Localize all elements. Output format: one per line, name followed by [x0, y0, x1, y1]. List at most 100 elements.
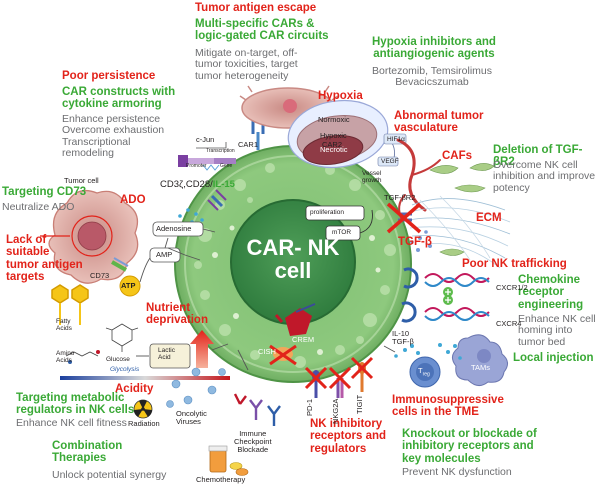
label-hypoxia-inhibitors: Hypoxia inhibitors and antiangiogenic ag… — [372, 36, 496, 61]
label-c-jun: c-Jun — [196, 135, 215, 144]
cish-icon — [269, 344, 297, 366]
chemotherapy-icon — [208, 445, 249, 476]
label-oncolytic: Oncolytic Viruses — [176, 409, 207, 427]
label-chemokine-engineering: Chemokine receptor engineering — [518, 274, 584, 311]
label-tgf-beta: TGF-β — [398, 236, 432, 248]
fatty-acids-icon — [51, 284, 89, 325]
label-targeting-cd73: Targeting CD73 — [2, 186, 87, 198]
label-tumor-antigen-escape: Tumor antigen escape — [195, 2, 317, 14]
lactic-acid-box — [136, 343, 191, 369]
hypoxic-tumor-icon — [287, 99, 407, 169]
label-treg: Treg — [418, 366, 430, 378]
label-knockout-desc: Prevent NK dysfunction — [402, 466, 512, 478]
label-tgf-br2: TGF-βR2 — [384, 193, 416, 202]
mtor-box — [325, 209, 373, 241]
tgf-beta-dots-icon — [410, 230, 432, 252]
label-local-injection: Local injection — [513, 352, 594, 364]
label-adenosine: Adenosine — [156, 224, 192, 233]
glucose-icon — [105, 323, 139, 352]
label-hypoxia-drugs: Bortezomib, Temsirolimus Bevacicszumab — [372, 65, 493, 89]
label-deletion-desc: Overcome NK cell inhibition and improve … — [493, 159, 596, 194]
inhibition-arrow-icon — [211, 343, 229, 351]
label-poor-persistence: Poor persistence — [62, 70, 156, 82]
pd1-receptor-icon — [304, 366, 328, 398]
inhibition-arrow-icon — [237, 349, 249, 371]
checkpoint-antibody-icon — [233, 393, 281, 426]
tumor-cell-left-icon — [40, 189, 139, 284]
label-radiation: Radiation — [128, 419, 160, 428]
label-ecm: ECM — [476, 212, 502, 224]
caf-cells-icon — [429, 163, 495, 256]
label-crem: CREM — [292, 335, 315, 344]
crem-complex-icon — [274, 303, 316, 336]
label-cafs: CAFs — [442, 150, 473, 162]
inhibition-arrow-icon — [383, 345, 396, 353]
label-gene: Gene — [220, 163, 233, 169]
treg-cell-icon — [409, 356, 441, 388]
label-immunosuppressive: Immunosuppressive cells in the TME — [392, 394, 504, 419]
label-promoter: Promoter — [186, 163, 207, 169]
label-transcription: Transcription — [206, 148, 235, 154]
radiation-icon — [133, 399, 153, 419]
label-cd73: CD73 — [90, 271, 110, 280]
label-checkpoint: Immune Checkpoint Blockade — [234, 429, 272, 455]
car-nk-cell — [174, 145, 412, 383]
label-nk-inhibitory: NK inhibitory receptors and regulators — [310, 418, 387, 455]
label-acidity: Acidity — [115, 383, 154, 395]
label-glycolysis: Glycolysis — [110, 366, 140, 373]
label-lactic-acid: Lactic Acid — [158, 347, 175, 362]
label-chemokine-desc: Enhance NK cell homing into tumor bed — [518, 313, 596, 348]
label-multi-specific-desc: Mitigate on-target, off- tumor toxicitie… — [195, 47, 298, 82]
ecm-fibers-icon — [407, 195, 511, 269]
nkg2a-receptor-icon — [328, 366, 352, 398]
label-vegf: VEGF — [381, 158, 399, 165]
label-cxcr12: CXCR1/2 — [496, 283, 528, 292]
label-hypoxia: Hypoxia — [318, 90, 363, 102]
acidity-arrow-icon — [190, 330, 214, 368]
label-combination: Combination Therapies — [52, 440, 123, 465]
label-multi-specific-cars: Multi-specific CARs & logic-gated CAR ci… — [195, 18, 329, 43]
label-neutralize-ado: Neutralize ADO — [2, 201, 75, 213]
tgfbr2-deletion-icon — [386, 202, 422, 234]
label-ado: ADO — [120, 194, 146, 206]
label-knockout: Knockout or blockade of inhibitory recep… — [402, 428, 537, 465]
label-lack-antigen: Lack of suitable tumor antigen targets — [6, 234, 83, 284]
label-abnormal-vasculature: Abnormal tumor vasculature — [394, 110, 484, 135]
label-tigit: TIGIT — [355, 394, 364, 414]
car-construct-receptor-icon — [207, 189, 227, 211]
label-cish: CISH — [258, 347, 276, 356]
label-cd3z-cd28: CD3ζ,CD28/IL-15 — [160, 179, 235, 190]
label-mtor: mTOR — [332, 229, 352, 236]
label-car-nk-cell: CAR- NK cell — [246, 235, 340, 284]
cxcr4-receptor-icon — [401, 295, 490, 323]
label-glucose: Glucose — [106, 356, 130, 363]
cjun-construct-icon — [178, 142, 236, 171]
label-proliferation: proliferation — [310, 209, 344, 216]
label-combination-desc: Unlock potential synergy — [52, 469, 167, 481]
amino-acids-icon — [65, 350, 100, 364]
label-nutrient-deprivation: Nutrient deprivation — [146, 302, 208, 327]
label-fatty-acids: Fatty Acids — [56, 318, 72, 333]
label-pd1: PD-1 — [305, 398, 314, 416]
label-deletion-tgfbr2: Deletion of TGF-βR2 — [493, 144, 583, 169]
proliferation-box — [305, 205, 365, 221]
label-car1: CAR1 — [238, 140, 259, 149]
label-nkg2a: NKG2A — [331, 398, 340, 424]
label-tams: TAMs — [471, 363, 491, 372]
cd73-enzyme-icon — [111, 257, 129, 272]
label-amp: AMP — [156, 250, 173, 259]
cxcr12-receptor-icon — [403, 267, 490, 297]
label-targeting-metabolic: Targeting metabolic regulators in NK cel… — [16, 392, 135, 417]
atp-icon — [119, 275, 141, 297]
oncolytic-virus-icon — [166, 367, 226, 408]
label-cytokine-desc: Enhance persistence Overcome exhaustion … — [62, 113, 165, 159]
label-hif1a: HIF1α — [387, 136, 405, 143]
tams-cell-icon — [452, 334, 508, 386]
label-il10-tgfb: IL-10 TGF-β — [392, 329, 414, 347]
pathway-arrows-icon — [139, 228, 216, 283]
label-chemotherapy: Chemotherapy — [196, 475, 246, 484]
label-metabolic-desc: Enhance NK cell fitness — [16, 417, 127, 429]
tigit-receptor-icon — [350, 356, 374, 392]
